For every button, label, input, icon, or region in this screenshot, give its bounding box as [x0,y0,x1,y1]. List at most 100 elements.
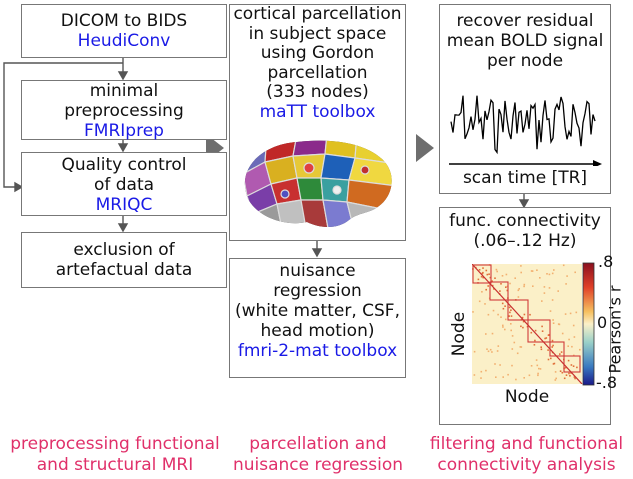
arrowhead-c3 [518,199,530,209]
time-axis-label: scan time [TR] [462,168,588,188]
matrix-cell [491,280,493,282]
matrix-cell [563,377,566,380]
matrix-cell [523,377,525,379]
matrix-cell [491,332,494,335]
matrix-cell [521,316,524,319]
matrix-cell [485,288,487,291]
matrix-cell [564,366,567,369]
matrix-cell [551,299,554,301]
matrix-cell [550,357,552,360]
matrix-cell [530,331,533,334]
matrix-cell [552,319,554,321]
matrix-cell [488,273,490,275]
matrix-cell [552,363,555,365]
matrix-cell [561,371,564,374]
matrix-cell [492,309,495,312]
matrix-cell [549,310,552,312]
matrix-cell [540,348,543,351]
preprocessing-box: minimal preprocessing FMRIprep [21,80,227,141]
matrix-cell [564,313,567,315]
matrix-cell [497,345,500,347]
matrix-ylabel: Node [449,311,469,357]
matrix-cell [572,365,575,367]
matrix-cell [485,369,487,372]
matrix-cell [568,372,570,375]
matrix-cell [575,311,578,314]
matrix-cell [509,282,511,285]
matrix-cell [569,312,572,315]
matrix-cell [514,277,516,279]
bold-signal-box: recover residual mean BOLD signal per no… [439,4,611,194]
matrix-cell [530,270,533,272]
matrix-cell [477,278,480,281]
connectivity-box: func. connectivity (.06–.12 Hz) [439,207,611,425]
box-text: Quality control [61,155,187,175]
matrix-cell [499,364,501,366]
caption-preprocessing: preprocessing functional and structural … [10,434,220,475]
matrix-cell [541,300,543,302]
matrix-cell [489,276,492,279]
box-text: artefactual data [55,260,193,280]
matrix-cell [555,377,557,380]
bold-timeseries-plot [449,95,602,166]
colorbar-tick-mid: 0 [597,313,608,332]
matrix-cell [571,345,573,348]
bypass-connector [3,62,123,188]
matrix-cell [482,267,484,269]
arrowhead-2-3 [117,143,129,153]
matrix-cell [511,335,514,337]
matrix-cell [541,325,543,328]
matrix-cell [572,324,575,327]
matrix-cell [494,363,496,365]
matrix-cell [499,290,501,292]
matrix-cell [480,370,483,373]
matrix-cell [543,286,546,288]
matrix-cell [519,346,522,348]
matrix-cell [567,359,570,362]
matrix-cell [510,329,512,332]
matrix-cell [487,350,490,353]
matrix-cell [532,285,534,287]
matrix-cell [539,368,542,370]
matrix-cell [495,268,498,271]
matrix-cell [510,315,513,317]
matrix-cell [485,269,488,272]
matrix-cell [531,270,534,272]
colorbar-label: Pearson's r [605,285,625,374]
matrix-cell [558,323,561,326]
matrix-cell [484,303,486,305]
matrix-cell [509,311,511,314]
matrix-cell [547,349,549,351]
matrix-cell [517,296,520,298]
box-text: using Gordon [260,43,375,63]
matrix-cell [552,322,555,324]
matrix-cell [538,367,540,370]
matrix-cell [500,316,502,318]
matrix-cell [540,346,542,348]
matrix-cell [502,307,505,310]
matrix-cell [510,323,512,325]
timeseries-line [450,95,596,155]
matrix-cell [552,344,554,347]
matrix-cell [496,270,498,273]
matrix-diagonal [472,264,583,384]
box-text: cortical parcellation [233,4,402,24]
matrix-cell [487,313,490,316]
matrix-cell [502,324,504,327]
matrix-cell [491,284,494,287]
matrix-cell [482,271,484,274]
matrix-cell [530,365,533,367]
matrix-cell [568,338,570,341]
box-text: (white matter, CSF, [235,301,400,321]
matrix-cell [517,289,520,292]
matrix-cell [545,337,548,339]
matrix-cell [546,273,548,275]
matrix-cell [523,283,526,286]
matrix-cell [505,318,507,321]
colorbar-tick-top: .8 [598,252,614,271]
matrix-cell [497,313,499,316]
arrowhead-bypass [14,181,24,193]
matrix-cell [502,326,504,328]
matrix-cell [473,350,476,353]
matrix-cell [511,348,514,350]
